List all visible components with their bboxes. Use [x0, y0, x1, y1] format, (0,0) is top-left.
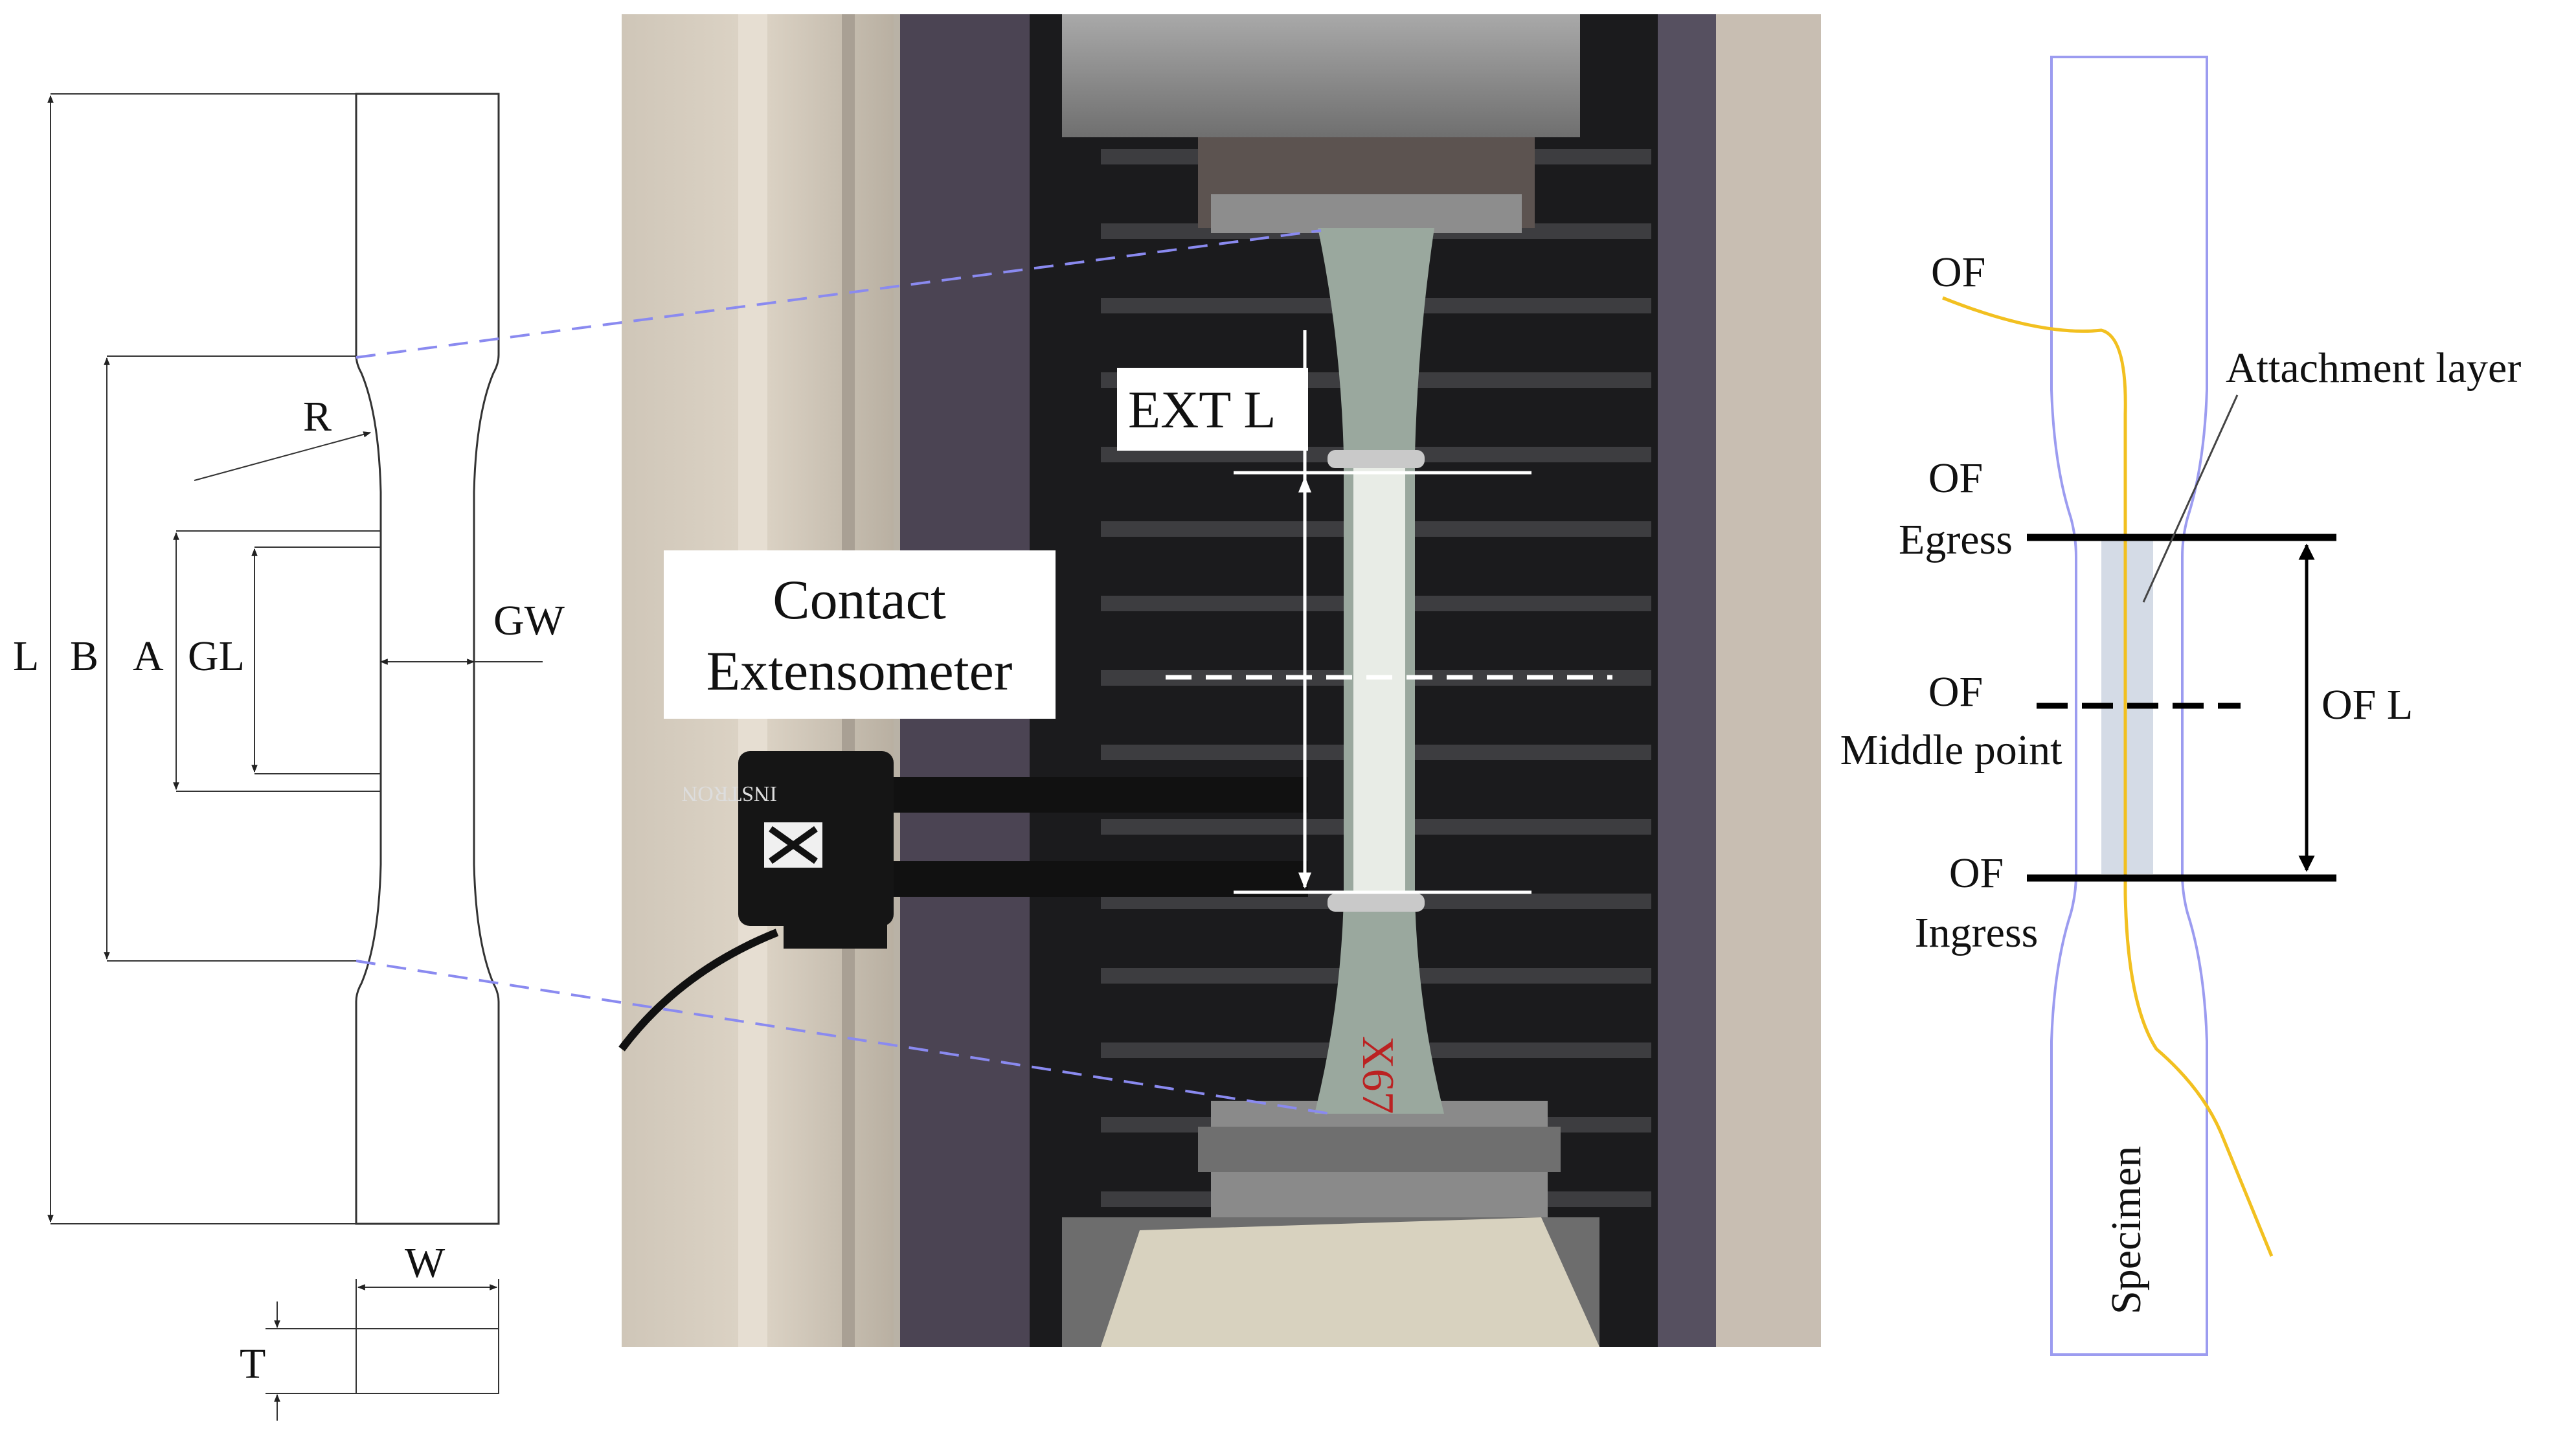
- label-T: T: [240, 1340, 266, 1388]
- middle-label-line1: OF: [1928, 668, 1983, 716]
- of-top-label: OF: [1931, 249, 1985, 296]
- instron-brand: INSTRON: [682, 782, 777, 806]
- middle-label-line2: Middle point: [1840, 727, 2062, 774]
- ext-label-box: [1117, 368, 1308, 451]
- extensometer-label-line2: Extensometer: [706, 640, 1013, 702]
- label-B: B: [70, 633, 98, 680]
- of-length-label: OF L: [2322, 681, 2413, 728]
- label-W: W: [405, 1239, 446, 1287]
- label-L: L: [13, 633, 39, 680]
- extensometer-label-line1: Contact: [773, 569, 946, 631]
- egress-label-line1: OF: [1928, 455, 1983, 502]
- attachment-layer-label: Attachment layer: [2226, 344, 2521, 392]
- optical-fiber-schematic: [1942, 56, 2336, 1356]
- dogbone-outline: [355, 93, 500, 1225]
- label-GL: GL: [188, 633, 245, 680]
- test-setup-photo: X67 INSTRON EXT L Contact Extensometer: [618, 14, 1821, 1347]
- optical-fiber: [1942, 296, 2274, 1257]
- extensometer-label-box: [664, 550, 1056, 719]
- specimen-dimension-drawing: [47, 93, 543, 1421]
- ingress-label-line2: Ingress: [1915, 909, 2039, 956]
- extensometer-cable: [618, 929, 779, 1052]
- projection-lines: [356, 229, 1331, 1115]
- instron-logo-icon: [769, 826, 818, 864]
- label-R: R: [303, 393, 332, 440]
- extensometer: INSTRON: [618, 751, 1308, 1052]
- label-GW: GW: [493, 597, 565, 644]
- thickness-section: [356, 1328, 499, 1394]
- attachment-layer-leader: [2142, 394, 2239, 603]
- label-A: A: [133, 633, 164, 680]
- ext-label: EXT L: [1128, 380, 1276, 439]
- upper-grip: [1062, 14, 1580, 137]
- specimen-label: Specimen: [2103, 1146, 2150, 1314]
- ingress-label-line1: OF: [1949, 850, 2004, 897]
- egress-label-line2: Egress: [1899, 516, 2013, 563]
- fiber-specimen-outline: [2050, 56, 2208, 1356]
- specimen-mark: X67: [1353, 1036, 1403, 1114]
